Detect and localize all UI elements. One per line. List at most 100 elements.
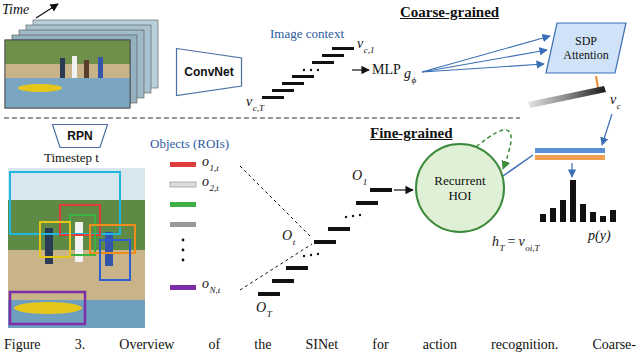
math-subscript: c,1 bbox=[364, 45, 375, 55]
section-title: Coarse-grained bbox=[400, 3, 499, 21]
math-subscript: oi,T bbox=[525, 243, 539, 253]
math-subscript: c bbox=[617, 101, 621, 111]
histogram-bar bbox=[610, 210, 616, 222]
feature-vector bbox=[286, 266, 308, 270]
photo-person bbox=[105, 232, 113, 266]
histogram-bar bbox=[560, 200, 566, 222]
concat-vector bbox=[535, 148, 605, 153]
flow-line bbox=[503, 155, 533, 176]
trapezoid-outline bbox=[177, 49, 242, 96]
math-symbol: O bbox=[282, 228, 292, 244]
video-frame bbox=[5, 40, 130, 108]
math-symbol: v bbox=[357, 36, 363, 52]
flow-arrow bbox=[422, 36, 550, 72]
math-subscript: 1 bbox=[363, 177, 368, 187]
photo-person bbox=[60, 58, 65, 78]
feature-vector bbox=[262, 96, 284, 99]
math-symbol: g bbox=[404, 66, 411, 82]
feature-vector bbox=[356, 201, 378, 205]
feature-vector bbox=[282, 82, 304, 85]
math-symbol: O bbox=[256, 300, 266, 316]
feature-vector bbox=[322, 54, 344, 57]
node-label: SDP Attention bbox=[558, 34, 614, 62]
ellipsis-dot bbox=[345, 216, 347, 218]
object-feature bbox=[170, 222, 196, 227]
ellipsis-dot bbox=[359, 214, 361, 216]
rpn-box: RPN bbox=[52, 124, 108, 148]
histogram-bar bbox=[600, 216, 606, 222]
histogram-bar bbox=[570, 180, 576, 222]
trapezoid-outline bbox=[53, 125, 108, 148]
ellipsis-dot bbox=[303, 69, 305, 71]
time-arrow bbox=[36, 4, 58, 18]
math-subscript: c,T bbox=[253, 103, 264, 113]
flow-arrow bbox=[352, 69, 369, 70]
math-subscript: T bbox=[267, 309, 272, 319]
histogram-bar bbox=[550, 208, 556, 222]
photo-trees bbox=[5, 40, 130, 64]
histogram-bar bbox=[590, 212, 596, 222]
node-label: ConvNet bbox=[184, 65, 233, 79]
histogram-bar bbox=[540, 214, 546, 222]
annotation: Timestep t bbox=[44, 150, 99, 166]
context-vector bbox=[528, 86, 606, 108]
math-symbol: o bbox=[202, 174, 209, 190]
math-subscript: 2,t bbox=[210, 183, 219, 193]
photo-water bbox=[5, 78, 130, 108]
math-symbol: v bbox=[246, 94, 252, 110]
math-symbol: o bbox=[202, 276, 209, 292]
flow-arrow bbox=[422, 64, 544, 72]
feature-vector bbox=[312, 61, 334, 64]
ellipsis-dot bbox=[303, 255, 305, 257]
figure-caption: Figure 3. Overview of the SINet for acti… bbox=[4, 336, 636, 353]
annotation: Image context bbox=[270, 26, 344, 42]
roi-box bbox=[100, 240, 130, 280]
object-feature bbox=[170, 162, 196, 167]
flow-arrow bbox=[394, 189, 413, 190]
feature-vector bbox=[272, 279, 294, 283]
node-label: Recurrent HOI bbox=[428, 173, 492, 203]
math-subscript: N,t bbox=[210, 285, 221, 295]
math-symbol: O bbox=[352, 168, 362, 184]
circle-outline bbox=[416, 144, 504, 232]
math-symbol: p(y) bbox=[588, 228, 611, 244]
attention-box: SDP Attention bbox=[545, 22, 627, 74]
feature-vector bbox=[292, 75, 314, 78]
module-label: MLP bbox=[372, 62, 401, 78]
math-symbol: h bbox=[492, 234, 499, 250]
feature-vector bbox=[258, 292, 280, 296]
annotation: Objects (ROIs) bbox=[150, 136, 229, 152]
math-symbol: = bbox=[508, 234, 516, 250]
roi-box bbox=[40, 222, 70, 257]
ellipsis-dot bbox=[310, 254, 312, 256]
output-link bbox=[596, 76, 598, 88]
ellipsis-dot bbox=[182, 259, 185, 262]
feature-vector bbox=[314, 240, 336, 244]
video-frame bbox=[5, 40, 130, 108]
ellipsis-dot bbox=[182, 239, 185, 242]
recurrent-hoi-circle: Recurrent HOI bbox=[415, 143, 505, 233]
photo-person bbox=[72, 56, 77, 78]
math-symbol: v bbox=[518, 234, 524, 250]
feature-vector bbox=[272, 89, 294, 92]
convnet-box: ConvNet bbox=[176, 48, 242, 96]
flow-arrow bbox=[602, 114, 612, 145]
concat-vector bbox=[535, 155, 605, 160]
grouping-line bbox=[240, 244, 312, 290]
histogram-bar bbox=[580, 204, 586, 222]
object-feature bbox=[170, 285, 196, 290]
photo-shore bbox=[5, 64, 130, 78]
ellipsis-dot bbox=[182, 249, 185, 252]
feature-vector bbox=[370, 188, 392, 192]
section-divider bbox=[4, 118, 520, 119]
feature-vector bbox=[332, 47, 354, 50]
math-subscript: t bbox=[293, 237, 296, 247]
roi-box bbox=[10, 292, 85, 324]
photo-kayak bbox=[18, 84, 62, 92]
ellipsis-dot bbox=[310, 69, 312, 71]
node-label: RPN bbox=[67, 129, 92, 143]
math-subscript: T bbox=[500, 243, 505, 253]
parallelogram-outline bbox=[546, 23, 626, 73]
